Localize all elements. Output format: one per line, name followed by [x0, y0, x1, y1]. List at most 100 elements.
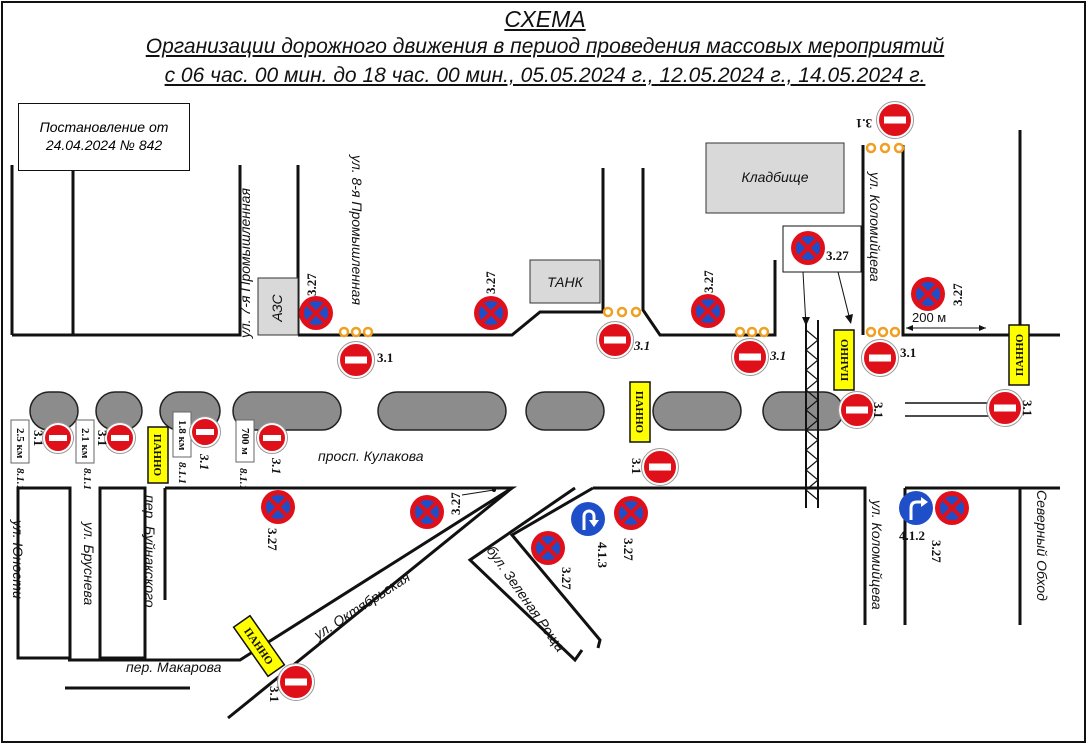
no-stopping-sign-icon	[408, 493, 446, 531]
railway-track	[805, 320, 819, 508]
sign-code: 3.1	[856, 116, 872, 131]
distance-200m: 200 м	[906, 310, 986, 331]
street-label-kolomiytseva-top: ул. Коломийцева	[867, 171, 883, 282]
svg-text:3.1: 3.1	[31, 430, 46, 446]
no-stopping-signs: 3.27 3.27 3.27 3.27 3.27 3.27 3.27 3.27 …	[259, 270, 971, 590]
street-label-kulakova: просп. Кулакова	[318, 448, 424, 464]
svg-text:ПАННО: ПАННО	[633, 391, 645, 434]
no-entry-sign-icon	[860, 338, 900, 378]
svg-text:3.1: 3.1	[95, 430, 110, 446]
distance-sign-group-3: 1.8 км 3.1 8.1.1	[172, 411, 222, 484]
no-entry-sign-icon	[730, 337, 770, 377]
no-stopping-sign-icon	[529, 529, 567, 567]
sign-code: 3.27	[950, 283, 965, 306]
sign-code: 3.27	[701, 270, 716, 293]
decree-line-1: Постановление от	[39, 119, 169, 135]
scheme-title: СХЕМА	[504, 6, 586, 32]
svg-text:3.1: 3.1	[197, 453, 212, 470]
svg-text:2.5 км: 2.5 км	[14, 428, 26, 459]
sign-code: 3.27	[448, 492, 463, 515]
panno-panels: ПАННО ПАННО ПАННО ПАННО ПАННО	[147, 324, 1030, 678]
sign-code: 3.1	[267, 686, 282, 702]
no-entry-sign-icon	[595, 320, 635, 360]
svg-text:8.1.1: 8.1.1	[14, 468, 26, 490]
tank-building	[529, 259, 601, 304]
no-stopping-sign-icon	[297, 294, 335, 332]
sign-code: 3.1	[769, 348, 786, 363]
svg-text:2.1 км: 2.1 км	[79, 428, 91, 459]
sign-code: 3.1	[900, 345, 916, 360]
svg-text:ПАННО: ПАННО	[839, 338, 851, 381]
no-stopping-sign-icon	[472, 294, 510, 332]
svg-text:3.27: 3.27	[826, 248, 849, 263]
no-stopping-sign-icon	[612, 494, 650, 532]
decree-box: Постановление от 24.04.2024 № 842	[18, 103, 190, 171]
no-entry-sign-icon	[336, 340, 376, 380]
turn-around-icon	[571, 502, 605, 536]
no-stopping-sign-icon	[909, 275, 947, 313]
gas-station-label: АЗС	[269, 294, 285, 323]
right-turn-icon	[899, 491, 933, 525]
gas-station-building	[257, 277, 299, 336]
sign-code: 3.27	[559, 567, 574, 590]
sign-code: 3.1	[629, 458, 644, 474]
no-entry-signs: 3.1 3.1 3.1 3.1 3.1 3.1 3.1 3.1 3.1	[267, 100, 1035, 702]
sign-code: 3.1	[633, 338, 650, 353]
no-entry-sign-icon	[255, 421, 289, 455]
decree-line-2: 24.04.2024 № 842	[45, 137, 163, 153]
street-label-prom8: ул. 8-я Промышленная	[349, 154, 365, 305]
street-label-kolomiytseva-bottom: ул. Коломийцева	[869, 499, 885, 610]
no-entry-sign-icon	[188, 415, 222, 449]
scheme-subtitle: Организации дорожного движения в период …	[145, 35, 945, 58]
scheme-period: с 06 час. 00 мин. до 18 час. 00 мин., 05…	[164, 64, 926, 87]
no-entry-sign-icon	[837, 390, 877, 430]
cemetery-label: Кладбище	[741, 169, 808, 185]
street-label-makarova: пер. Макарова	[126, 659, 222, 675]
distance-sign-group-1: 2.5 км 3.1 8.1.1	[10, 419, 75, 490]
roads	[10, 130, 1060, 720]
street-label-severny-obkhod: Северный Обход	[1034, 490, 1050, 601]
no-stopping-sign-icon	[933, 489, 971, 527]
svg-text:700 м: 700 м	[239, 428, 251, 455]
pointer-line	[461, 488, 496, 496]
street-label-yunosti: ул. Юности	[10, 519, 26, 599]
sign-code: 3.1	[377, 350, 393, 365]
no-entry-sign-icon	[276, 662, 316, 702]
sign-code: 3.1	[1020, 400, 1035, 416]
distance-sign-group-2: 2.1 км 3.1 8.1.1	[75, 419, 137, 490]
sign-code: 3.27	[483, 271, 498, 294]
mandatory-sign-4-1-2: 4.1.2	[899, 491, 933, 543]
svg-text:8.1.1: 8.1.1	[81, 468, 93, 490]
svg-text:ПАННО: ПАННО	[151, 434, 163, 477]
svg-text:4.1.3: 4.1.3	[595, 542, 610, 569]
street-label-prom7: ул. 7-я Промышленная	[237, 188, 253, 339]
street-label-buynakskogo: пер. Буйнакского	[142, 495, 158, 608]
svg-text:3.1: 3.1	[269, 457, 284, 474]
distance-sign-group-4: 700 м 3.1 8.1.1	[235, 419, 289, 490]
tank-label: ТАНК	[547, 274, 584, 290]
median-lane-lines	[905, 402, 990, 417]
no-entry-sign-icon	[985, 388, 1025, 428]
svg-text:8.1.1: 8.1.1	[237, 468, 249, 490]
sign-code: 3.1	[871, 402, 886, 418]
sign-code: 3.27	[621, 538, 636, 561]
sign-code: 3.27	[929, 540, 944, 563]
svg-text:4.1.2: 4.1.2	[899, 528, 925, 543]
no-entry-sign-icon	[640, 447, 680, 487]
mandatory-sign-4-1-3: 4.1.3	[571, 502, 610, 569]
sign-code: 3.27	[265, 528, 280, 551]
no-stopping-sign-icon	[689, 292, 727, 330]
svg-text:8.1.1: 8.1.1	[176, 462, 188, 484]
cemetery-building	[705, 142, 845, 214]
svg-text:1.8 км: 1.8 км	[176, 420, 188, 451]
svg-text:ПАННО: ПАННО	[1014, 333, 1026, 376]
distance-200m-label: 200 м	[912, 310, 946, 325]
sign-code: 3.27	[304, 273, 319, 296]
no-stopping-callout: 3.27	[782, 225, 862, 327]
no-entry-sign-icon	[875, 100, 915, 140]
street-label-bruneeva: ул. Бруснева	[81, 521, 97, 605]
no-stopping-sign-icon	[259, 488, 297, 526]
median-divider	[29, 391, 844, 431]
